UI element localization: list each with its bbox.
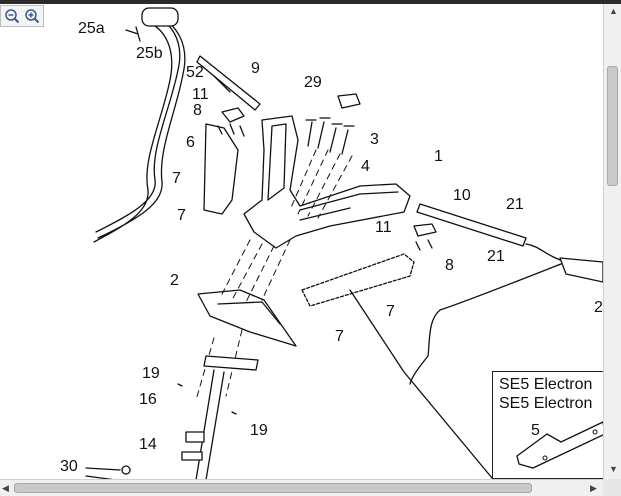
callout-6: 6 [186, 134, 195, 151]
scroll-down-arrow[interactable]: ▼ [609, 464, 618, 474]
callout-16: 16 [139, 391, 157, 408]
vertical-scroll-thumb[interactable] [607, 66, 618, 186]
inset-title-1: SE5 Electron [499, 376, 593, 393]
part-29-clip [337, 93, 361, 109]
part-2-cone [197, 289, 297, 347]
part-5-lever [516, 421, 606, 469]
callout-8b: 8 [445, 257, 454, 274]
scroll-up-arrow[interactable]: ▲ [609, 6, 618, 16]
callout-10: 10 [453, 187, 471, 204]
callout-7b: 7 [177, 207, 186, 224]
parts-diagram [85, 7, 603, 481]
zoom-in-icon[interactable] [24, 8, 41, 25]
callout-19b: 19 [250, 422, 268, 439]
vertical-scrollbar[interactable]: ▲ ▼ [603, 4, 621, 479]
callout-9: 9 [251, 60, 260, 77]
callout-7a: 7 [172, 170, 181, 187]
plate-dashed [301, 253, 415, 307]
callout-19a: 19 [142, 365, 160, 382]
scroll-left-arrow[interactable]: ◀ [2, 483, 9, 493]
callout-52: 52 [186, 64, 204, 81]
horizontal-scroll-thumb[interactable] [14, 483, 532, 493]
zoom-toolbar [0, 5, 44, 27]
cable-left [93, 13, 186, 243]
callout-2a: 2 [170, 272, 179, 289]
hand-grip [559, 257, 603, 283]
window-top-border [0, 0, 621, 4]
callout-11a: 11 [192, 86, 209, 103]
callout-4: 4 [361, 158, 370, 175]
callout-3: 3 [370, 131, 379, 148]
scroll-right-arrow[interactable]: ▶ [590, 483, 597, 493]
lever-cable [409, 243, 567, 385]
callout-11b: 11 [375, 219, 392, 236]
scrollbar-corner [603, 479, 621, 496]
switch-housing [141, 7, 179, 27]
callout-25a: 25a [78, 20, 105, 37]
callout-8a: 8 [193, 102, 202, 119]
callout-21b: 21 [487, 248, 505, 265]
inset-title-2: SE5 Electron [499, 395, 593, 412]
callout-21a: 21 [506, 196, 524, 213]
part-10-shaft [416, 203, 527, 247]
part-16-shaft [203, 355, 259, 371]
zoom-out-icon[interactable] [4, 8, 21, 25]
callout-14: 14 [139, 436, 157, 453]
callout-1: 1 [434, 148, 443, 165]
callout-7c: 7 [386, 303, 395, 320]
part-6-bracket [203, 123, 239, 215]
callout-30: 30 [60, 458, 78, 475]
part-9-bar [196, 55, 261, 111]
callout-2b: 2 [594, 299, 603, 316]
horizontal-scrollbar[interactable]: ◀ ▶ [0, 479, 603, 496]
inset-panel: SE5 Electron SE5 Electron 5 [492, 371, 607, 479]
callout-29: 29 [304, 74, 322, 91]
callout-7d: 7 [335, 328, 344, 345]
callout-5: 5 [531, 422, 540, 439]
callout-25b: 25b [136, 45, 163, 62]
